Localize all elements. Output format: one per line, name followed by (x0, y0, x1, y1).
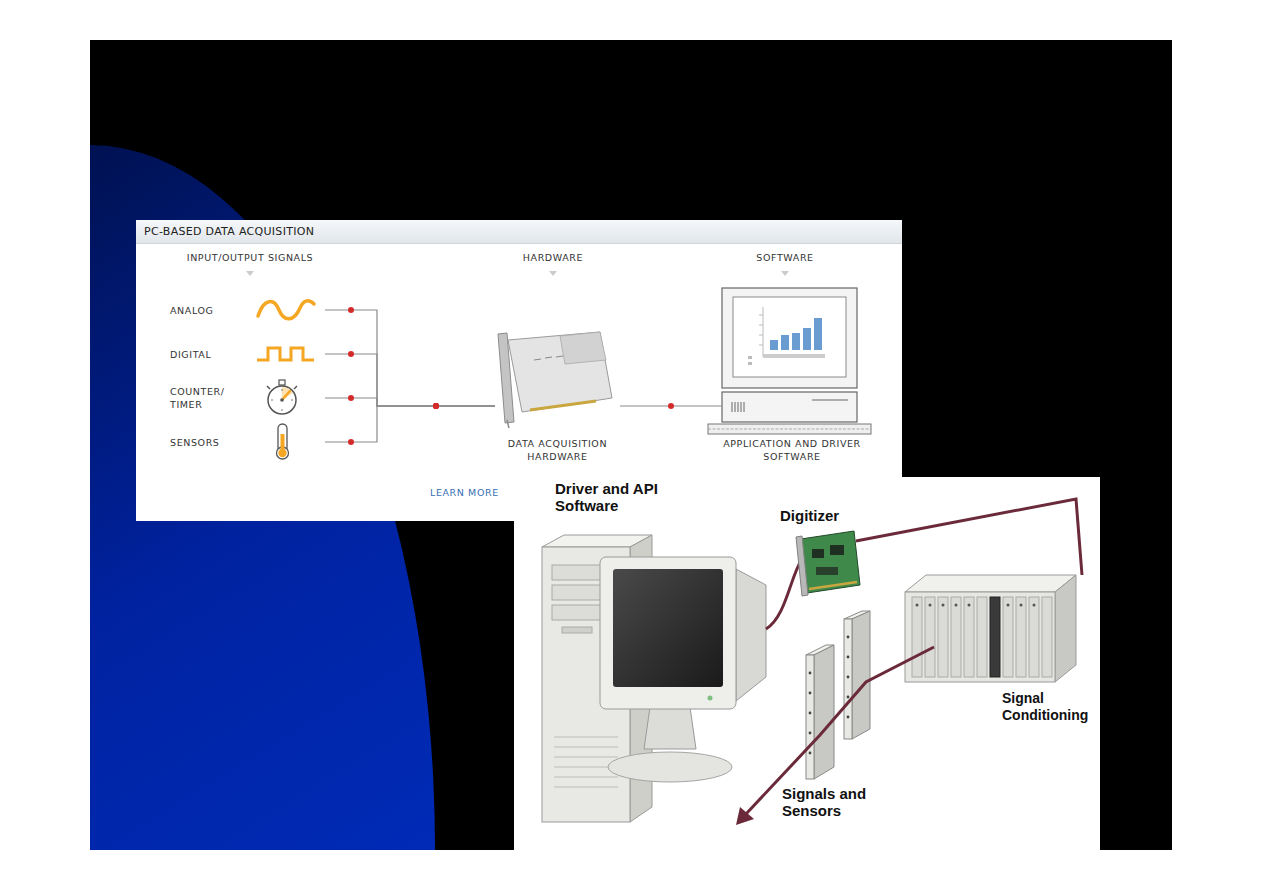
node-label: APPLICATION AND DRIVER SOFTWARE (722, 437, 862, 463)
callout-label: Driver and API Software (555, 480, 680, 514)
callout-label: Digitizer (780, 507, 839, 524)
label-box: Driver and API Software (555, 480, 680, 514)
callout-label: Signals and Sensors (782, 785, 892, 819)
link-text: LEARN MORE (430, 487, 499, 498)
node-label: COUNTER/ TIMER (170, 385, 248, 411)
terminal-module (844, 611, 870, 739)
junction-dot (433, 403, 439, 409)
panel-ground (136, 220, 902, 521)
panel-title: PC-BASED DATA ACQUISITION (144, 225, 894, 238)
signal-wire (325, 354, 495, 406)
signal-wire (620, 405, 722, 406)
daq-card-illustration (498, 332, 612, 428)
software-block: APPLICATION AND DRIVER SOFTWARE (722, 285, 862, 463)
header-marker (246, 271, 254, 276)
signal-item: DIGITAL (170, 337, 325, 371)
hardware-block: DATA ACQUISITION HARDWARE (495, 325, 620, 463)
header-marker (781, 271, 789, 276)
label-box: Signal Conditioning (1002, 690, 1096, 724)
junction-dot (433, 403, 439, 409)
header-marker (549, 271, 557, 276)
junction-dot (433, 403, 439, 409)
label-box: LEARN MORE (430, 487, 499, 498)
signal-wire (325, 406, 495, 442)
node-label: DATA ACQUISITION HARDWARE (495, 437, 620, 463)
junction-dot (348, 395, 354, 401)
callout-label: Signal Conditioning (1002, 690, 1096, 724)
signal-item: SENSORS (170, 425, 325, 459)
node-label: DIGITAL (170, 348, 248, 361)
signal-item: COUNTER/ TIMER (170, 381, 325, 415)
thermometer-icon (277, 424, 289, 459)
computer-illustration (708, 288, 871, 434)
label-box: Digitizer (780, 507, 839, 524)
title-bar (136, 220, 902, 243)
junction-dot (348, 307, 354, 313)
cable (856, 499, 1082, 575)
signal-wire (325, 310, 495, 406)
label-box: Signals and Sensors (782, 785, 892, 819)
node-label: SENSORS (170, 436, 248, 449)
signal-wire (325, 398, 495, 406)
junction-dot (433, 403, 439, 409)
label-box: INPUT/OUTPUT SIGNALS (150, 252, 350, 263)
column-header: SOFTWARE (705, 252, 865, 263)
column-header: HARDWARE (473, 252, 633, 263)
analog-wave-icon (258, 301, 314, 319)
signal-conditioning-rack (905, 575, 1076, 682)
label-box: SOFTWARE (705, 252, 865, 263)
panel: PC-BASED DATA ACQUISITION ANALOG DIGITAL CO… (136, 220, 902, 521)
column-header: INPUT/OUTPUT SIGNALS (150, 252, 350, 263)
cable-arrowhead (736, 807, 754, 825)
monitor (600, 557, 766, 782)
junction-dot (668, 403, 674, 409)
illustration-panel: Driver and API SoftwareDigitizerSignal C… (514, 477, 1100, 850)
digital-wave-icon (257, 348, 314, 360)
junction-dot (348, 351, 354, 357)
node-label: ANALOG (170, 304, 248, 317)
junction-dot (348, 439, 354, 445)
terminal-module (806, 645, 834, 779)
cable (766, 559, 802, 629)
stopwatch-icon (267, 380, 297, 414)
digitizer-card (796, 531, 860, 596)
label-box: HARDWARE (473, 252, 633, 263)
signal-item: ANALOG (170, 293, 325, 327)
